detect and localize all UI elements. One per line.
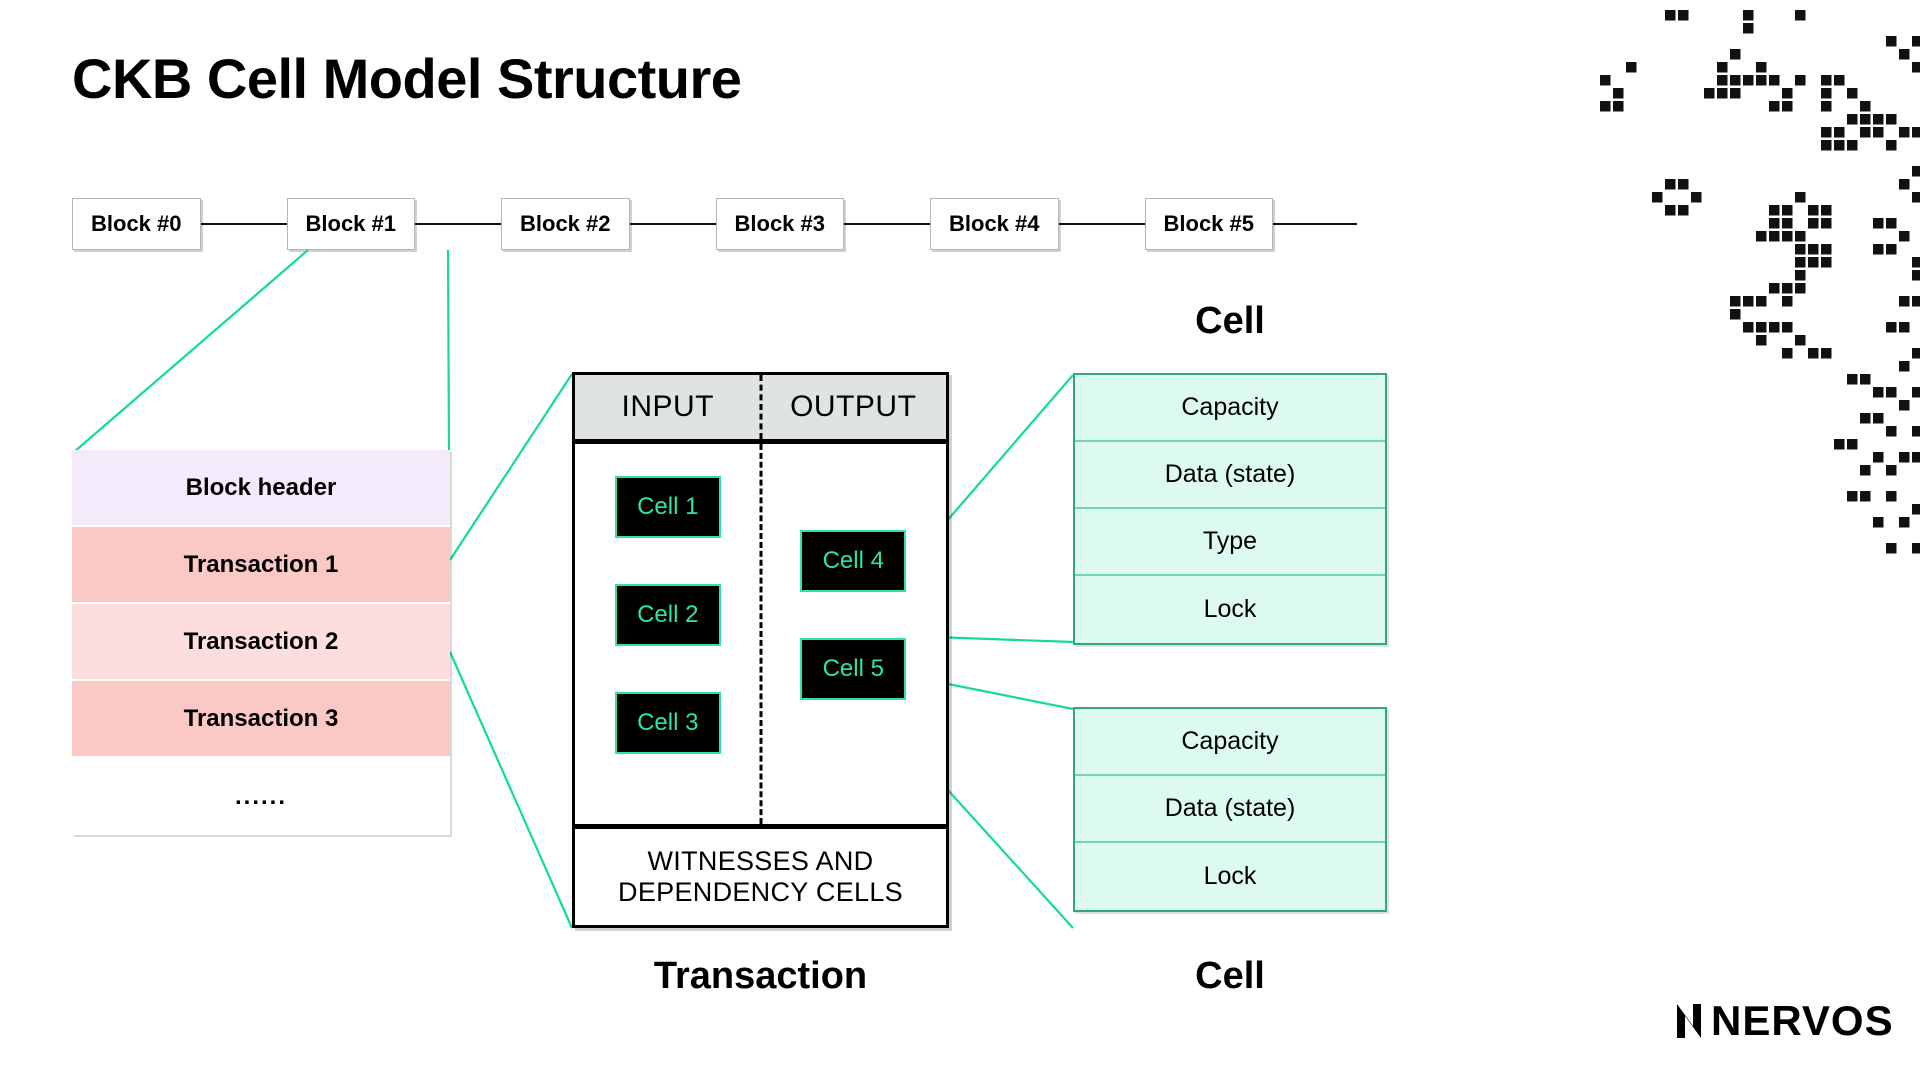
chain-block-5[interactable]: Block #5 [1144, 198, 1273, 250]
transaction-caption: Transaction [653, 955, 868, 997]
input-cell-2[interactable]: Cell 2 [614, 584, 721, 646]
cell-attr-lock[interactable]: Lock [1203, 862, 1257, 890]
cell-attr-capacity[interactable]: Capacity [1075, 375, 1385, 442]
cell-attribute-table-upper: Capacity Data (state) Type Lock [1073, 373, 1387, 645]
cell-attr-data[interactable]: Data (state) [1075, 776, 1385, 843]
block-detail-row-tx2[interactable]: Transaction 2 [72, 604, 450, 681]
chain-block-4[interactable]: Block #4 [930, 198, 1059, 250]
transaction-header-output: OUTPUT [790, 390, 917, 423]
cell-attribute-table-lower: Capacity Data (state) Lock [1073, 707, 1387, 912]
transaction-panel: INPUT OUTPUT Cell 1 Cell 2 Cell 3 Cell 4… [572, 372, 949, 928]
nervos-wordmark: NERVOS [1711, 997, 1894, 1044]
chain-link [200, 223, 287, 225]
chain-link [1058, 223, 1145, 225]
chain-link [629, 223, 716, 225]
chain-link-trailing [1273, 223, 1357, 225]
chain-link [844, 223, 930, 225]
transaction-body: Cell 1 Cell 2 Cell 3 Cell 4 Cell 5 [575, 444, 946, 824]
block-detail-row-tx3[interactable]: Transaction 3 [72, 681, 450, 758]
cell-attr-capacity[interactable]: Capacity [1075, 709, 1385, 776]
chain-block-2[interactable]: Block #2 [501, 198, 630, 250]
nervos-mark-icon [1677, 1004, 1701, 1038]
block-detail-table: Block header Transaction 1 Transaction 2… [72, 450, 450, 835]
input-cell-1[interactable]: Cell 1 [614, 476, 721, 538]
transaction-divider [759, 444, 762, 824]
blockchain-row: Block #0 Block #1 Block #2 Block #3 Bloc… [72, 198, 1357, 250]
nervos-logo: NERVOS [1673, 1000, 1894, 1042]
input-cell-3[interactable]: Cell 3 [614, 692, 721, 754]
cell-attr-type[interactable]: Type [1075, 509, 1385, 576]
transaction-input-column: Cell 1 Cell 2 Cell 3 [575, 444, 761, 856]
cell-caption-top: Cell [1195, 300, 1265, 342]
chain-block-0[interactable]: Block #0 [72, 198, 201, 250]
cell-caption-bottom: Cell [1195, 955, 1265, 997]
transaction-divider-top [759, 375, 762, 439]
block-detail-row-header[interactable]: Block header [72, 450, 450, 527]
transaction-header-input: INPUT [621, 390, 714, 423]
output-cell-5[interactable]: Cell 5 [800, 638, 907, 700]
block-detail-row-tx1[interactable]: Transaction 1 [72, 527, 450, 604]
chain-block-3[interactable]: Block #3 [715, 198, 844, 250]
transaction-footer: WITNESSES AND DEPENDENCY CELLS [575, 824, 946, 925]
transaction-header: INPUT OUTPUT [575, 375, 946, 444]
cell-attr-lock[interactable]: Lock [1203, 595, 1257, 623]
block-detail-row-more: ...... [72, 758, 450, 835]
chain-block-1[interactable]: Block #1 [286, 198, 415, 250]
output-cell-4[interactable]: Cell 4 [800, 530, 907, 592]
cell-attr-data[interactable]: Data (state) [1075, 442, 1385, 509]
transaction-output-column: Cell 4 Cell 5 [761, 444, 947, 910]
page-title: CKB Cell Model Structure [72, 47, 742, 110]
chain-link [415, 223, 501, 225]
